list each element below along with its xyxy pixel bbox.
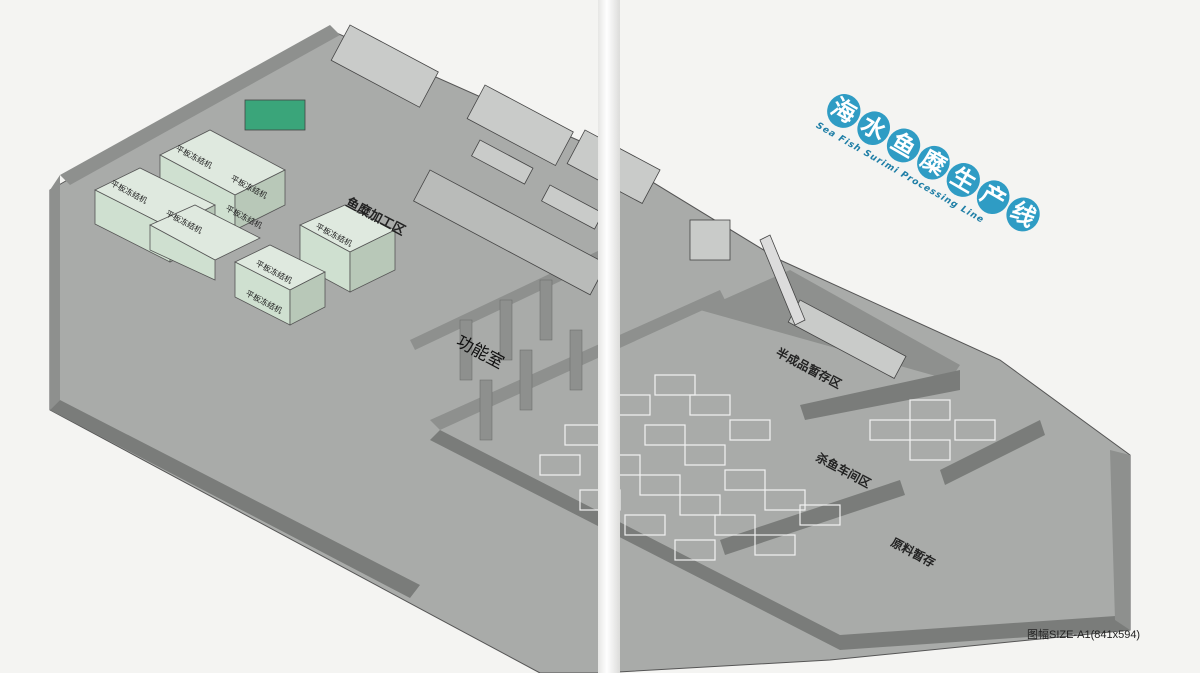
cubicle-wall (479, 379, 493, 441)
wall-bottom-right (430, 430, 1130, 650)
worktable (714, 514, 756, 536)
drum-washer (330, 24, 439, 108)
wall-front (50, 400, 420, 598)
cubicle-wall (539, 279, 553, 341)
worktable (909, 439, 951, 461)
worktable (689, 394, 731, 416)
worktable (724, 469, 766, 491)
freezer-group (94, 129, 396, 326)
worktable (909, 399, 951, 421)
worktable (729, 419, 771, 441)
worktables (539, 374, 996, 561)
separator-machine (689, 219, 731, 261)
conveyor (471, 139, 534, 185)
functional-room (459, 279, 583, 441)
freezer-unit (234, 244, 326, 326)
worktable (679, 494, 721, 516)
worktable (764, 489, 806, 511)
cubicle-wall (569, 329, 583, 391)
cubicle-wall (459, 319, 473, 381)
worktable (684, 444, 726, 466)
wall-interior-5 (720, 480, 905, 555)
worktable (624, 514, 666, 536)
mixer-machine (244, 99, 306, 131)
worktable (869, 419, 911, 441)
wall-right (1110, 450, 1130, 630)
cubicle-wall (499, 299, 513, 361)
wall-back (60, 25, 340, 185)
worktable (754, 534, 796, 556)
worktable (644, 424, 686, 446)
wall-interior-4 (800, 370, 960, 420)
worktable (639, 474, 681, 496)
freezer-unit (299, 204, 396, 293)
worktable (954, 419, 996, 441)
drawing-size-label: 图幅SIZE-A1(841x594) (1027, 629, 1141, 641)
page-fold (598, 0, 620, 673)
elevator-conveyor (759, 234, 806, 326)
worktable (539, 454, 581, 476)
drum-washer (466, 84, 574, 167)
worktable (654, 374, 696, 396)
freezer-unit (149, 204, 261, 281)
worktable (799, 504, 841, 526)
wall-interior-6 (940, 420, 1045, 485)
cubicle-wall (519, 349, 533, 411)
wall-left (50, 175, 60, 410)
processing-machines (244, 24, 907, 379)
worktable (674, 539, 716, 561)
